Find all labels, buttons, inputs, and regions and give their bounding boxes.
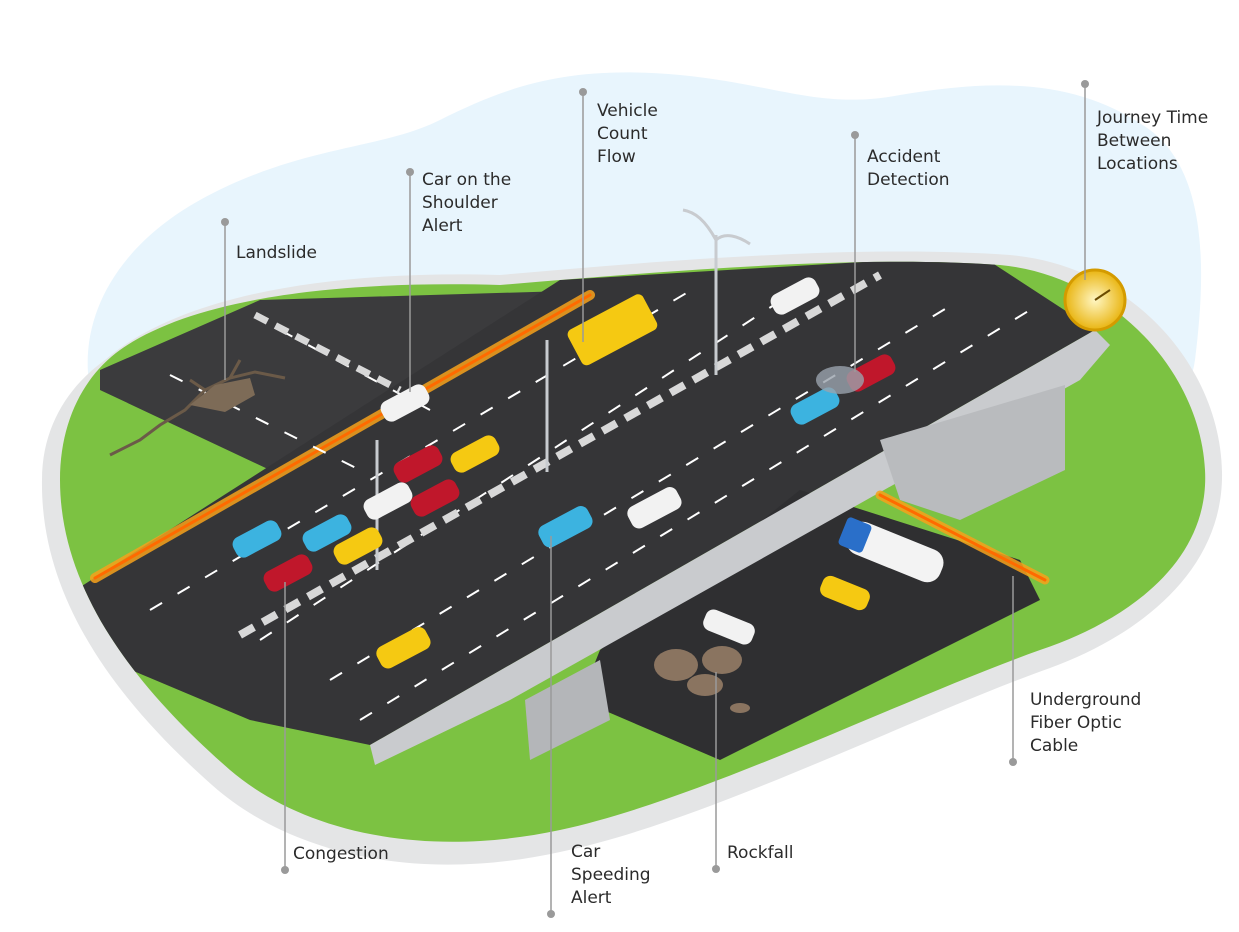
label-vehicle-count-flow: Vehicle Count Flow bbox=[597, 101, 658, 167]
tanker-cab bbox=[838, 517, 872, 553]
vehicles bbox=[232, 277, 944, 669]
label-congestion: Congestion bbox=[293, 844, 389, 864]
car-blue bbox=[538, 506, 593, 548]
label-journey-time: Journey Time Between Locations bbox=[1097, 108, 1209, 174]
bus bbox=[567, 294, 658, 366]
bridge-pier-lower bbox=[525, 660, 610, 760]
label-accident-detection: Accident Detection bbox=[867, 147, 950, 190]
car-yellow bbox=[333, 527, 383, 565]
car-white bbox=[380, 384, 430, 422]
label-rockfall: Rockfall bbox=[727, 843, 794, 863]
label-car-speeding-alert: Car Speeding Alert bbox=[571, 842, 651, 908]
car-yellow bbox=[820, 575, 870, 611]
fiber-glow-lower-core bbox=[878, 493, 1047, 582]
car-blue bbox=[232, 520, 282, 558]
callout-lines bbox=[224, 84, 1086, 914]
car-yellow bbox=[376, 627, 431, 669]
label-landslide: Landslide bbox=[236, 243, 318, 263]
car-red bbox=[393, 445, 443, 483]
fiber-glow-upper-core bbox=[93, 293, 592, 580]
landslide-hole bbox=[190, 378, 255, 412]
car-white bbox=[770, 277, 820, 315]
car-yellow bbox=[450, 435, 500, 473]
accident-smoke bbox=[816, 366, 864, 394]
upper-barrier bbox=[253, 311, 402, 394]
rockfall-rocks bbox=[654, 646, 750, 713]
car-white bbox=[627, 487, 682, 529]
label-car-on-shoulder-alert: Car on the Shoulder Alert bbox=[422, 170, 512, 236]
label-underground-fiber-optic-cable: Underground Fiber Optic Cable bbox=[1030, 690, 1142, 756]
callout-dots bbox=[221, 80, 1089, 918]
tanker-truck bbox=[846, 521, 944, 583]
median-barrier bbox=[238, 271, 882, 639]
landslide-crack bbox=[109, 359, 286, 457]
bridge-pier bbox=[880, 385, 1065, 520]
car-blue bbox=[790, 387, 840, 425]
car-white bbox=[703, 609, 755, 645]
car-red bbox=[263, 554, 313, 592]
car-red bbox=[410, 479, 460, 517]
car-blue bbox=[302, 514, 352, 552]
car-white bbox=[363, 482, 413, 520]
